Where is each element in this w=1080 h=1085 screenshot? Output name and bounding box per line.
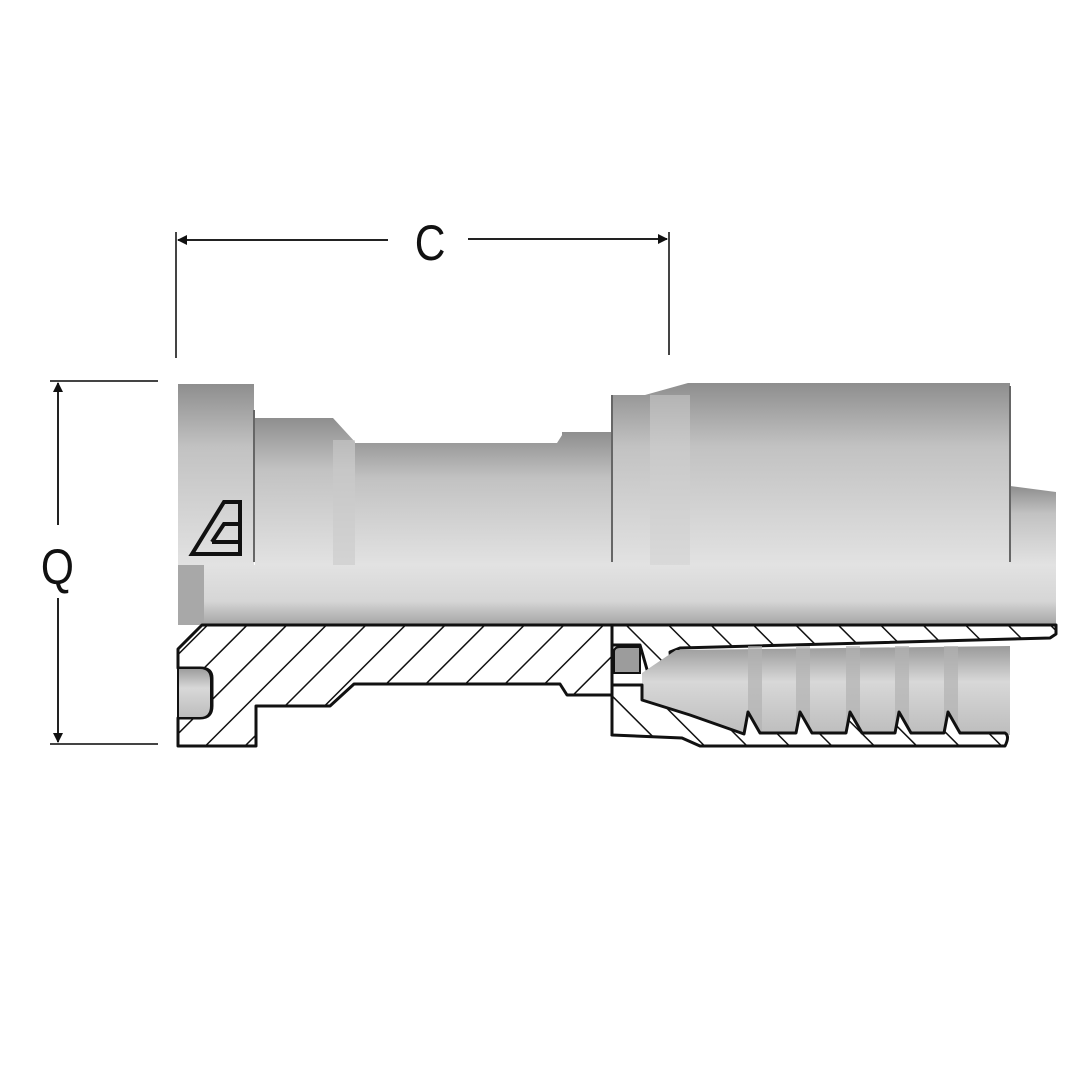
section-insert-bottom: [610, 683, 1009, 748]
dimension-c-label: C: [414, 215, 446, 271]
dimension-c: [175, 232, 670, 358]
section-shell-top: [610, 623, 1058, 675]
dimension-q: [50, 380, 158, 745]
section-body: [176, 623, 614, 748]
manufacturer-logo-icon: [188, 500, 242, 556]
dimension-q-label: Q: [40, 539, 74, 595]
fitting-exterior: [178, 383, 1056, 625]
